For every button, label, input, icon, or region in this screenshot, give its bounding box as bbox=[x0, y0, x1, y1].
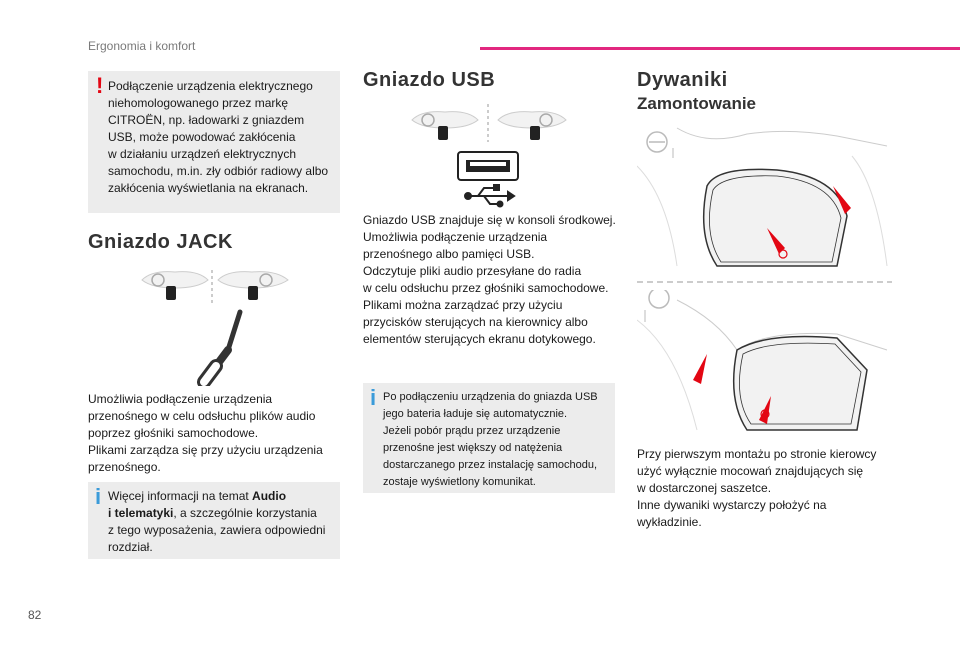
bold-span: Audio bbox=[252, 489, 287, 503]
text-line: poprzez głośniki samochodowe. bbox=[88, 426, 259, 440]
arrow-icon bbox=[693, 354, 707, 384]
text-line: dostarczanego przez instalację samochodu… bbox=[383, 459, 598, 471]
steering-wheel-icon bbox=[141, 271, 209, 300]
text-line: Po podłączeniu urządzenia do gniazda USB bbox=[383, 391, 598, 403]
arrow-icon bbox=[759, 396, 771, 424]
text-line: Gniazdo USB znajduje się w konsoli środk… bbox=[363, 213, 616, 227]
text-line: wykładzinie. bbox=[637, 515, 702, 529]
usb-description: Gniazdo USB znajduje się w konsoli środk… bbox=[363, 212, 616, 348]
floor-mat-icon bbox=[732, 335, 868, 431]
divider-dashes bbox=[637, 281, 892, 283]
usb-title: Gniazdo USB bbox=[363, 69, 496, 91]
text-line: przenośnego w celu odsłuchu plików audio bbox=[88, 409, 316, 423]
text-line: przenośnego albo pamięci USB. bbox=[363, 247, 535, 261]
warning-line: w działaniu urządzeń elektrycznych bbox=[108, 147, 297, 161]
steering-wheel-icon bbox=[646, 131, 674, 158]
floor-mat-icon bbox=[702, 168, 848, 267]
warning-line: zakłócenia wyświetlania na ekranach. bbox=[108, 181, 309, 195]
text-line: Umożliwia podłączenie urządzenia bbox=[88, 392, 273, 406]
steering-wheel-icon bbox=[497, 111, 567, 140]
warning-line: USB, może powodować zakłócenia bbox=[108, 130, 296, 144]
text-line: Plikami zarządza się przy użyciu urządze… bbox=[88, 443, 323, 457]
text-line: Inne dywaniki wystarczy położyć na bbox=[637, 498, 827, 512]
text-line: przenośnego. bbox=[88, 460, 161, 474]
text-line: w celu odsłuchu przez głośniki samochodo… bbox=[363, 281, 609, 295]
warning-line: CITROËN, np. ładowarki z gniazdem bbox=[108, 113, 305, 127]
text-line: Plikami można zarządzać przy użyciu bbox=[363, 298, 563, 312]
warning-line: Podłączenie urządzenia elektrycznego bbox=[108, 79, 313, 93]
text-span: Więcej informacji na temat bbox=[108, 489, 253, 503]
mats-description: Przy pierwszym montażu po stronie kierow… bbox=[637, 446, 876, 531]
usb-symbol-icon bbox=[464, 184, 516, 208]
jack-info-note: i Więcej informacji na temat Audio i tel… bbox=[88, 482, 340, 559]
warning-line: niehomologowanego przez markę bbox=[108, 96, 289, 110]
text-line: rozdział. bbox=[108, 540, 153, 554]
text-line: przenośne jest większy od natężenia bbox=[383, 442, 563, 454]
info-icon: i bbox=[370, 385, 377, 410]
arrow-icon bbox=[833, 186, 851, 214]
page-number: 82 bbox=[28, 608, 42, 622]
steering-wheel-icon bbox=[411, 111, 479, 140]
warning-line: samochodu, m.in. zły odbiór radiowy albo bbox=[108, 164, 329, 178]
text-line: zostaje wyświetlony komunikat. bbox=[383, 476, 536, 488]
text-line: w dostarczonej saszetce. bbox=[637, 481, 772, 495]
text-line: przycisków sterujących na kierownicy alb… bbox=[363, 315, 588, 329]
info-icon: i bbox=[95, 484, 102, 509]
floor-mat-illustration-rear bbox=[637, 290, 888, 431]
text-line: Jeżeli pobór prądu przez urządzenie bbox=[383, 425, 561, 437]
header-accent-bar bbox=[480, 47, 960, 50]
steering-wheel-icon bbox=[217, 271, 289, 300]
text-span: , a szczególnie korzystania bbox=[173, 506, 317, 520]
jack-plug-icon bbox=[197, 309, 243, 386]
text-line: z tego wyposażenia, zawiera odpowiedni bbox=[108, 523, 326, 537]
jack-description: Umożliwia podłączenie urządzenia przenoś… bbox=[88, 391, 323, 476]
floor-mat-illustration-front bbox=[637, 127, 888, 267]
text-line: Przy pierwszym montażu po stronie kierow… bbox=[637, 447, 877, 461]
section-header: Ergonomia i komfort bbox=[88, 39, 196, 53]
text-line: Umożliwia podłączenie urządzenia bbox=[363, 230, 548, 244]
usb-illustration bbox=[411, 104, 567, 208]
mats-title: Dywaniki bbox=[637, 69, 728, 91]
bold-span: i telematyki bbox=[108, 506, 174, 520]
warning-icon: ! bbox=[96, 73, 104, 98]
usb-port-icon bbox=[457, 151, 519, 181]
usb-info-note: i Po podłączeniu urządzenia do gniazda U… bbox=[363, 383, 615, 493]
text-line: Odczytuje pliki audio przesyłane do radi… bbox=[363, 264, 582, 278]
mats-subtitle: Zamontowanie bbox=[637, 94, 757, 113]
jack-illustration bbox=[141, 270, 289, 386]
text-line: jego bateria ładuje się automatycznie. bbox=[383, 408, 568, 420]
text-line: użyć wyłącznie mocowań znajdujących się bbox=[637, 464, 864, 478]
text-line: elementów sterujących ekranu dotykowego. bbox=[363, 332, 596, 346]
warning-note: ! Podłączenie urządzenia elektrycznego n… bbox=[88, 71, 340, 213]
steering-wheel-icon bbox=[644, 290, 670, 322]
arrow-icon bbox=[767, 228, 785, 254]
jack-title: Gniazdo JACK bbox=[88, 231, 233, 253]
